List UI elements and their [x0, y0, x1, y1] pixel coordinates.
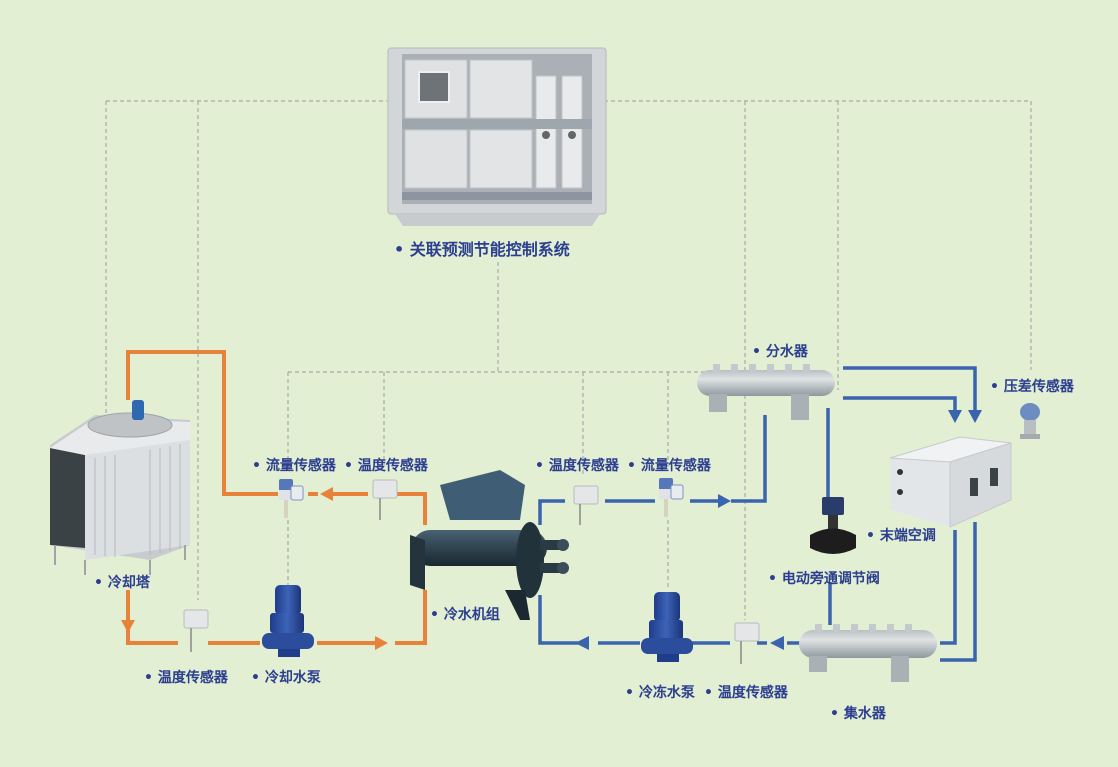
- cooling-pipe-return: [327, 492, 427, 525]
- water-collector-label: 集水器: [830, 703, 886, 723]
- chilled-pipe-chiller-out: [538, 499, 565, 525]
- arrow-left-icon: [575, 636, 589, 650]
- arrow-left-icon: [320, 487, 333, 501]
- terminal-ac-label: 末端空调: [866, 525, 936, 545]
- diff-pressure-sensor-label: 压差传感器: [990, 376, 1074, 396]
- pump-icon: [641, 592, 693, 662]
- cooling-pipe-chiller-out: [395, 590, 427, 645]
- cooling-flow-sensor-label: 流量传感器: [252, 455, 336, 475]
- cooling-pipe-tower-out: [126, 350, 278, 496]
- pressure-sensor-icon: [1020, 403, 1040, 439]
- temperature-sensor-icon: [734, 622, 760, 664]
- chiller-label: 冷水机组: [430, 604, 500, 624]
- chilled-water-loop: [538, 366, 977, 662]
- chiller-return: [538, 595, 578, 645]
- chilled-flow-sensor-label: 流量传感器: [627, 455, 711, 475]
- cooling-water-pump-label: 冷却水泵: [251, 667, 321, 687]
- temperature-sensor-icon: [372, 479, 398, 520]
- arrow-down-icon: [968, 410, 982, 423]
- control-system-label: 关联预测节能控制系统: [394, 236, 570, 260]
- distributor-to-ahu-1: [843, 366, 977, 410]
- arrow-right-icon: [375, 636, 388, 650]
- chiller-icon: [410, 470, 569, 620]
- arrow-down-icon: [948, 410, 962, 423]
- distributor-to-ahu-2: [843, 396, 957, 410]
- arrow-right-icon: [718, 494, 731, 508]
- pump-icon: [262, 585, 314, 657]
- valve-icon: [810, 497, 856, 554]
- flow-sensor-icon: [659, 478, 684, 517]
- ahu-to-collector-2: [940, 522, 977, 662]
- bypass-valve-label: 电动旁通调节阀: [768, 568, 880, 588]
- air-handler-icon: [889, 436, 1012, 528]
- manifold-icon: [697, 364, 835, 420]
- arrow-left-icon: [770, 636, 784, 650]
- chilled-temp-sensor-top-label: 温度传感器: [535, 455, 619, 475]
- flow-sensor-icon: [279, 479, 304, 518]
- cooling-tower-label: 冷却塔: [94, 572, 150, 592]
- chilled-temp-sensor-bottom-label: 温度传感器: [704, 682, 788, 702]
- control-cabinet-icon: [387, 47, 607, 226]
- water-distributor-label: 分水器: [752, 341, 808, 361]
- cooling-water-loop: [126, 350, 427, 645]
- temperature-sensor-icon: [183, 609, 209, 652]
- cooling-tower-icon: [50, 400, 190, 575]
- cooling-pipe-bottom: [126, 630, 260, 645]
- cooling-arrows: [121, 487, 388, 650]
- chilled-water-pump-label: 冷冻水泵: [625, 682, 695, 702]
- temperature-sensor-icon: [573, 485, 599, 525]
- arrow-down-icon: [121, 620, 135, 633]
- chilled-pipe-to-distributor: [731, 415, 767, 503]
- ahu-to-collector-1: [940, 530, 957, 645]
- cooling-temp-sensor-top-label: 温度传感器: [344, 455, 428, 475]
- manifold-icon: [799, 624, 937, 682]
- chilled-arrows: [575, 410, 982, 650]
- control-lines: [105, 100, 1032, 620]
- cooling-temp-sensor-bottom-label: 温度传感器: [144, 667, 228, 687]
